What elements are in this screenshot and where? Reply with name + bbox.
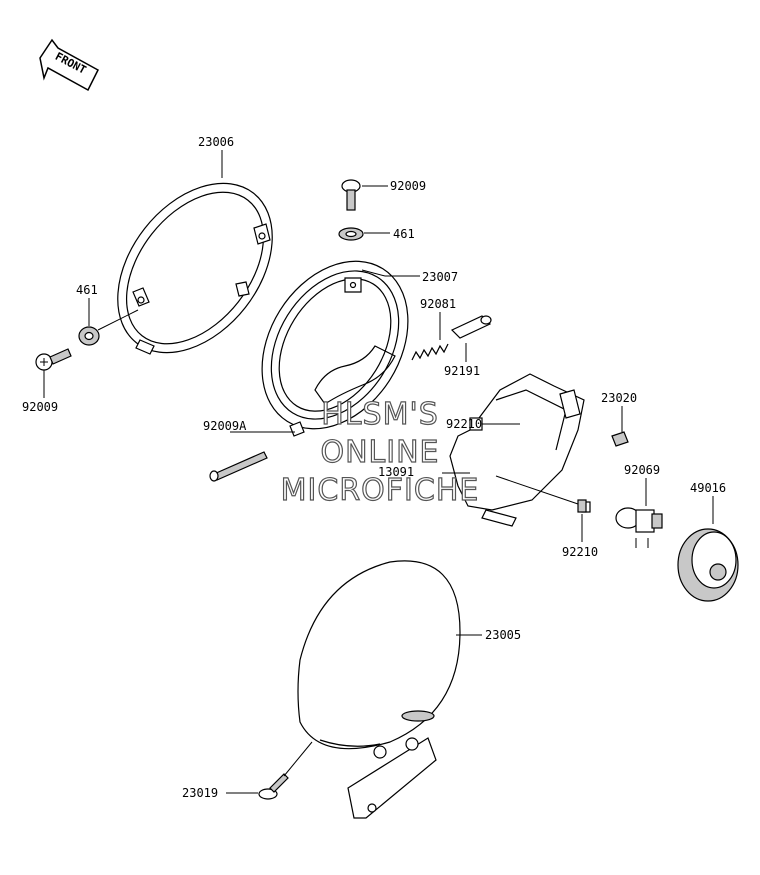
mounting-bolt — [258, 773, 289, 800]
screw-left — [35, 348, 72, 371]
callout-92210-bottom: 92210 — [562, 545, 598, 559]
callout-23007: 23007 — [422, 270, 458, 284]
callout-92081: 92081 — [420, 297, 456, 311]
headlight-housing — [297, 560, 461, 819]
callout-92191: 92191 — [444, 364, 480, 378]
headlight-bracket — [449, 373, 591, 527]
headlight-bulb — [615, 507, 663, 548]
spring — [411, 343, 449, 361]
callout-13091: 13091 — [378, 465, 414, 479]
callout-92009a: 92009A — [203, 419, 247, 433]
lock-washer-top — [338, 227, 364, 241]
dust-cover — [677, 528, 739, 602]
watermark-line-1: HLSM'S — [321, 397, 439, 432]
callout-23006: 23006 — [198, 135, 234, 149]
clip-bottom — [577, 499, 587, 513]
front-arrow-icon: FRONT — [39, 38, 99, 92]
collar — [450, 315, 492, 339]
screw-top — [341, 179, 361, 211]
headlight-rim — [117, 182, 273, 355]
callout-23020: 23020 — [601, 391, 637, 405]
callout-92009-left: 92009 — [22, 400, 58, 414]
callout-92210-mid: 92210 — [446, 417, 482, 431]
callout-92009-top: 92009 — [390, 179, 426, 193]
callout-461-top: 461 — [393, 227, 415, 241]
watermark: HLSM'S ONLINE MICROFICHE — [280, 396, 480, 508]
callout-461-left: 461 — [76, 283, 98, 297]
long-screw — [209, 451, 268, 482]
callout-49016: 49016 — [690, 481, 726, 495]
lock-washer-left — [78, 326, 100, 346]
watermark-line-3: MICROFICHE — [281, 473, 480, 508]
reflector-ring — [261, 260, 409, 437]
watermark-line-2: ONLINE — [320, 435, 439, 470]
callout-92069: 92069 — [624, 463, 660, 477]
socket-connector — [611, 431, 629, 447]
callout-23019: 23019 — [182, 786, 218, 800]
callout-23005: 23005 — [485, 628, 521, 642]
